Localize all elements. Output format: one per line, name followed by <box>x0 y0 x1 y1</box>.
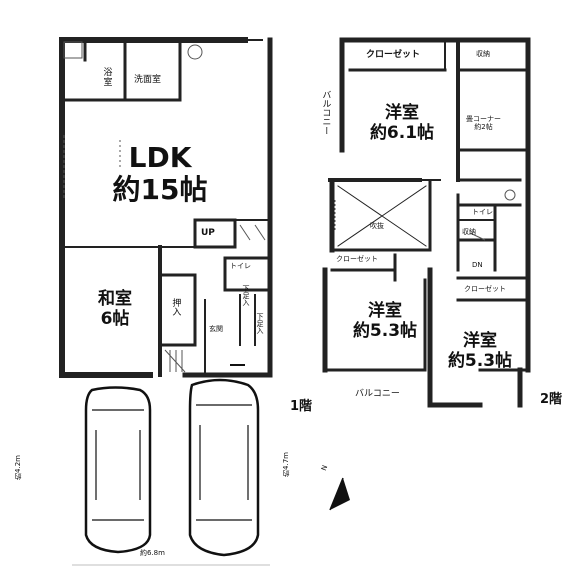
ldk-label: LDK 約15帖 <box>100 141 220 207</box>
down-stairs-label: DN <box>472 261 483 269</box>
car-right <box>188 378 260 557</box>
shoe-storage-2-label: 下足入 <box>256 313 265 334</box>
fukinuke-label: 吹抜 <box>370 222 384 230</box>
washitsu-label: 和室 6帖 <box>80 289 150 329</box>
bath-label-line1: 浴 <box>103 68 113 78</box>
yoshitsu3-label-line2: 約5.3帖 <box>447 350 513 371</box>
yoshitsu3-label: 洋室 約5.3帖 <box>440 331 520 371</box>
toilet1-label: トイレ <box>230 262 251 270</box>
yoshitsu2-label-line1: 洋室 <box>368 301 402 321</box>
shoe-storage-1-label: 下足入 <box>242 285 251 306</box>
parking-area <box>72 364 270 566</box>
yoshitsu3-label-line1: 洋室 <box>463 331 497 351</box>
yoshitsu2-label-line2: 約5.3帖 <box>352 320 418 341</box>
genkan-label: 玄関 <box>209 325 223 333</box>
toilet2-label: トイレ <box>472 208 493 216</box>
car-left <box>84 386 152 554</box>
parking-depth-left: 約4.2m <box>14 455 22 480</box>
floor1-walls <box>59 37 273 378</box>
tatami-corner-line2: 約2帖 <box>474 123 493 132</box>
floor1-label: 1階 <box>290 399 313 414</box>
balcony-west-label: バルコニー <box>320 90 331 135</box>
yoshitsu1-label: 洋室 約6.1帖 <box>362 103 442 143</box>
parking-depth-right: 約4.7m <box>282 452 290 477</box>
floor2-fixtures <box>334 189 516 241</box>
storage-top-label: 収納 <box>476 50 490 58</box>
closet-mid-label: クローゼット <box>336 255 378 263</box>
balcony-south-label: バルコニー <box>355 389 400 399</box>
closet-right-label: クローゼット <box>464 285 506 293</box>
closet-top-label: クローゼット <box>366 50 421 60</box>
yoshitsu1-label-line1: 洋室 <box>385 103 419 123</box>
tatami-corner-line1: 畳コーナー <box>466 115 501 123</box>
floor1-fixtures <box>63 41 266 373</box>
floor2-walls <box>322 37 531 408</box>
up-stairs-label: UP <box>201 228 215 238</box>
tatami-corner-label: 畳コーナー 約2帖 <box>466 115 501 131</box>
ldk-label-line2: 約15帖 <box>112 173 208 207</box>
bath-label: 浴 室 <box>98 68 118 89</box>
parking-width: 約6.8m <box>140 549 165 557</box>
yoshitsu1-label-line2: 約6.1帖 <box>369 122 435 143</box>
north-arrow-icon <box>329 477 350 511</box>
washroom-label: 洗面室 <box>134 75 162 85</box>
storage-mid-label: 収納 <box>462 228 476 236</box>
ldk-label-line1: LDK <box>128 141 192 174</box>
bath-label-line2: 室 <box>103 78 113 89</box>
washitsu-label-line2: 6帖 <box>100 308 130 329</box>
washitsu-label-line1: 和室 <box>98 289 132 309</box>
floor2-label: 2階 <box>540 392 563 407</box>
oshiire-label: 押入 <box>170 298 181 316</box>
yoshitsu2-label: 洋室 約5.3帖 <box>345 301 425 341</box>
